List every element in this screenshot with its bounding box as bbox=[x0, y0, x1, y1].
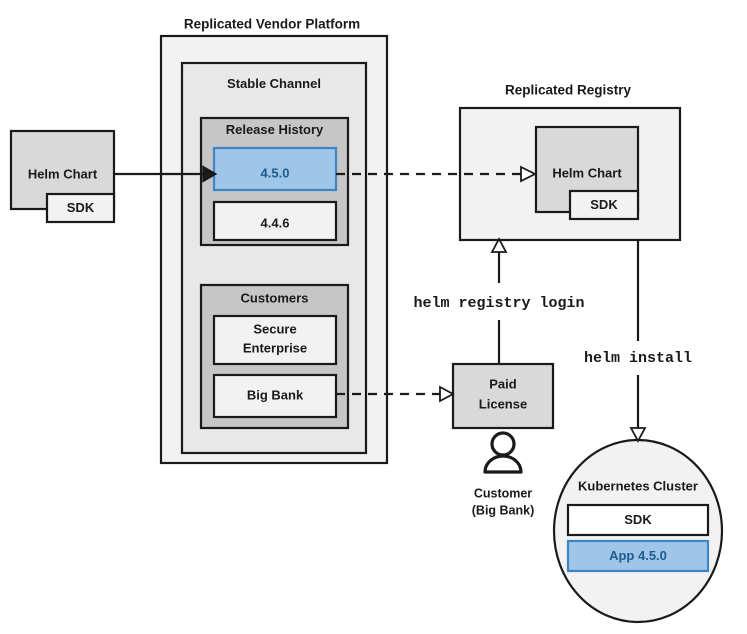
kubernetes-cluster-label: Kubernetes Cluster bbox=[578, 478, 698, 493]
connector-registry-to-cluster: helm install bbox=[584, 240, 692, 443]
person-icon-head bbox=[490, 431, 516, 457]
connector-license-to-registry: helm registry login bbox=[413, 237, 585, 364]
customer-actor-label-line2: (Big Bank) bbox=[472, 503, 535, 517]
connector-license-to-registry-arrowhead bbox=[490, 237, 508, 253]
release-item-4-5-0-box[interactable] bbox=[212, 146, 338, 192]
connector-bigbank-to-license bbox=[336, 385, 455, 403]
release-item-4-5-0-label: 4.5.0 bbox=[261, 165, 290, 180]
registry-group[interactable]: Helm Chart SDK bbox=[458, 106, 682, 242]
release-item-4-4-6-label: 4.4.6 bbox=[261, 215, 290, 230]
cluster-sdk-box[interactable] bbox=[566, 503, 710, 537]
vendor-platform-title: Replicated Vendor Platform bbox=[184, 17, 360, 32]
person-icon-body bbox=[483, 454, 523, 474]
registry-title: Replicated Registry bbox=[505, 83, 632, 98]
connector-chart-to-release-arrowhead bbox=[202, 165, 218, 183]
paid-license-box[interactable] bbox=[451, 362, 555, 430]
customers-label: Customers bbox=[241, 290, 309, 305]
customer-actor-label-line1: Customer bbox=[474, 486, 532, 500]
stable-channel-label: Stable Channel bbox=[227, 76, 321, 91]
command-helm-registry-login: helm registry login bbox=[413, 295, 584, 312]
source-helm-chart-label: Helm Chart bbox=[28, 166, 98, 181]
customer-actor-group: Customer (Big Bank) bbox=[472, 431, 535, 517]
command-helm-install: helm install bbox=[584, 350, 692, 367]
connector-bigbank-to-license-arrowhead bbox=[439, 385, 455, 403]
customer-secure-enterprise-box[interactable] bbox=[212, 314, 338, 366]
customer-big-bank-box[interactable] bbox=[212, 373, 338, 419]
cluster-app-box[interactable] bbox=[566, 539, 710, 573]
cluster-app-label: App 4.5.0 bbox=[609, 548, 667, 563]
registry-sdk-label: SDK bbox=[590, 197, 618, 212]
release-item-4-4-6-box[interactable] bbox=[212, 200, 338, 242]
connector-registry-to-cluster-arrowhead bbox=[629, 427, 647, 443]
paid-license-label-line1: Paid bbox=[489, 376, 517, 391]
cluster-sdk-label: SDK bbox=[624, 512, 652, 527]
connector-chart-to-release bbox=[114, 165, 218, 183]
connector-release-to-registry bbox=[336, 165, 538, 183]
paid-license-group[interactable]: Paid License bbox=[451, 362, 555, 430]
source-sdk-box[interactable] bbox=[45, 192, 116, 224]
registry-sdk-box[interactable] bbox=[568, 189, 640, 221]
customer-big-bank-label: Big Bank bbox=[247, 387, 304, 402]
connector-release-to-registry-arrowhead bbox=[520, 165, 538, 183]
kubernetes-cluster-group[interactable]: Kubernetes Cluster SDK App 4.5.0 bbox=[552, 438, 724, 624]
registry-helm-chart-label: Helm Chart bbox=[552, 165, 622, 180]
customer-secure-enterprise-label-line1: Secure bbox=[253, 321, 296, 336]
vendor-platform-group[interactable]: Stable Channel Release History 4.5.0 4.4… bbox=[159, 34, 389, 465]
release-history-label: Release History bbox=[226, 122, 324, 137]
source-sdk-label: SDK bbox=[67, 200, 95, 215]
customer-secure-enterprise-label-line2: Enterprise bbox=[243, 340, 307, 355]
paid-license-label-line2: License bbox=[479, 396, 527, 411]
source-helm-chart-group[interactable]: Helm Chart SDK bbox=[9, 129, 116, 224]
